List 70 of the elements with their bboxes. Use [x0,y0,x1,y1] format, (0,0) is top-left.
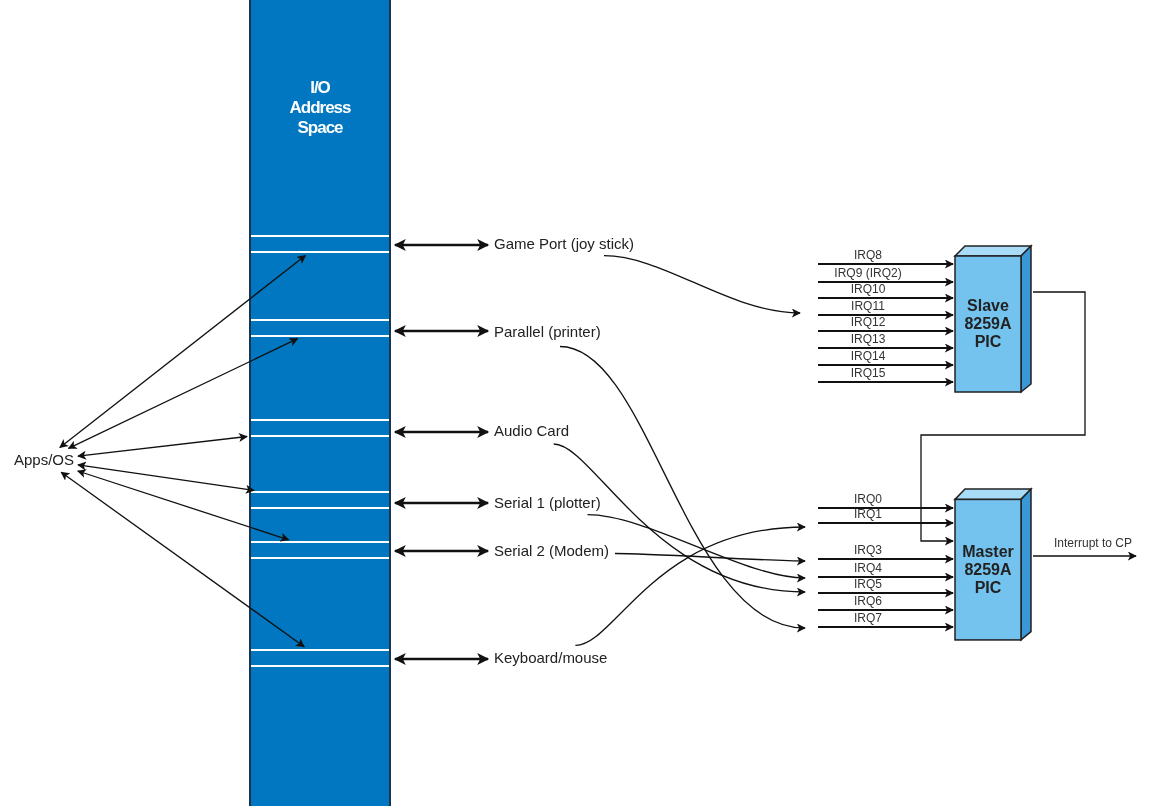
edge-label: IRQ1 [854,508,882,521]
device-label: Keyboard/mouse [494,648,608,668]
address-slot [251,491,389,509]
irq-line [817,277,954,287]
arrow [393,239,490,251]
irq-line [817,293,954,303]
edge-label: IRQ11 [851,300,885,313]
software-label: Apps/OS [14,450,75,470]
chip-label: Master 8259A PIC [961,542,1015,597]
curved-arrow [553,443,806,596]
irq-line [817,343,954,353]
curved-arrow [586,514,806,582]
address-slot [251,649,389,667]
irq-line [817,622,954,632]
arrow [1032,551,1137,561]
device-label: Audio Card [494,421,570,441]
arrow [59,254,307,449]
edge-label: IRQ10 [850,283,886,296]
curved-arrow [614,552,806,566]
device-label: Game Port (joy stick) [494,234,635,254]
irq-line [817,605,954,615]
device-label: Serial 2 (Modem) [494,541,610,561]
address-slot [251,235,389,253]
arrow [393,325,490,337]
irq-line [817,588,954,598]
edge-label: IRQ8 [854,249,882,262]
address-slot [251,541,389,559]
curved-arrow [559,345,806,631]
irq-line [817,310,954,320]
curved-arrow [603,255,801,317]
arrow [67,338,299,449]
arrow [920,291,1086,546]
irq-line [817,554,954,564]
edge-label: Interrupt to CP [1054,537,1132,550]
irq-line [817,503,954,513]
chip-block [953,244,1033,394]
arrow [393,653,490,665]
edge-label: IRQ15 [850,367,886,380]
arrow [393,545,490,557]
edge-label: IRQ3 [854,544,882,557]
arrow [393,426,490,438]
curved-arrow [574,523,806,646]
irq-line [817,377,954,387]
irq-line [817,360,954,370]
arrow [76,469,290,542]
device-label: Serial 1 (plotter) [494,493,601,513]
arrow [77,461,255,494]
chip-label: Slave 8259A PIC [963,297,1013,351]
arrow [77,432,248,460]
edge-label: IRQ12 [850,316,886,329]
edge-label: IRQ4 [854,562,882,575]
arrow [60,471,305,648]
irq-line [817,326,954,336]
irq-line [817,259,954,269]
chip-block [953,487,1033,642]
address-slot [251,319,389,337]
device-label: Parallel (printer) [494,322,601,342]
address-space-bar [249,0,391,806]
edge-label: IRQ7 [854,612,882,625]
edge-label: IRQ9 (IRQ2) [834,267,902,280]
bar-title: I/O Address Space [288,78,352,138]
edge-label: IRQ5 [854,578,882,591]
arrow [393,497,490,509]
irq-line [817,572,954,582]
irq-line [817,518,954,528]
edge-label: IRQ0 [854,493,882,506]
edge-label: IRQ6 [854,595,882,608]
edge-label: IRQ14 [850,350,886,363]
edge-label: IRQ13 [850,333,886,346]
address-slot [251,419,389,437]
